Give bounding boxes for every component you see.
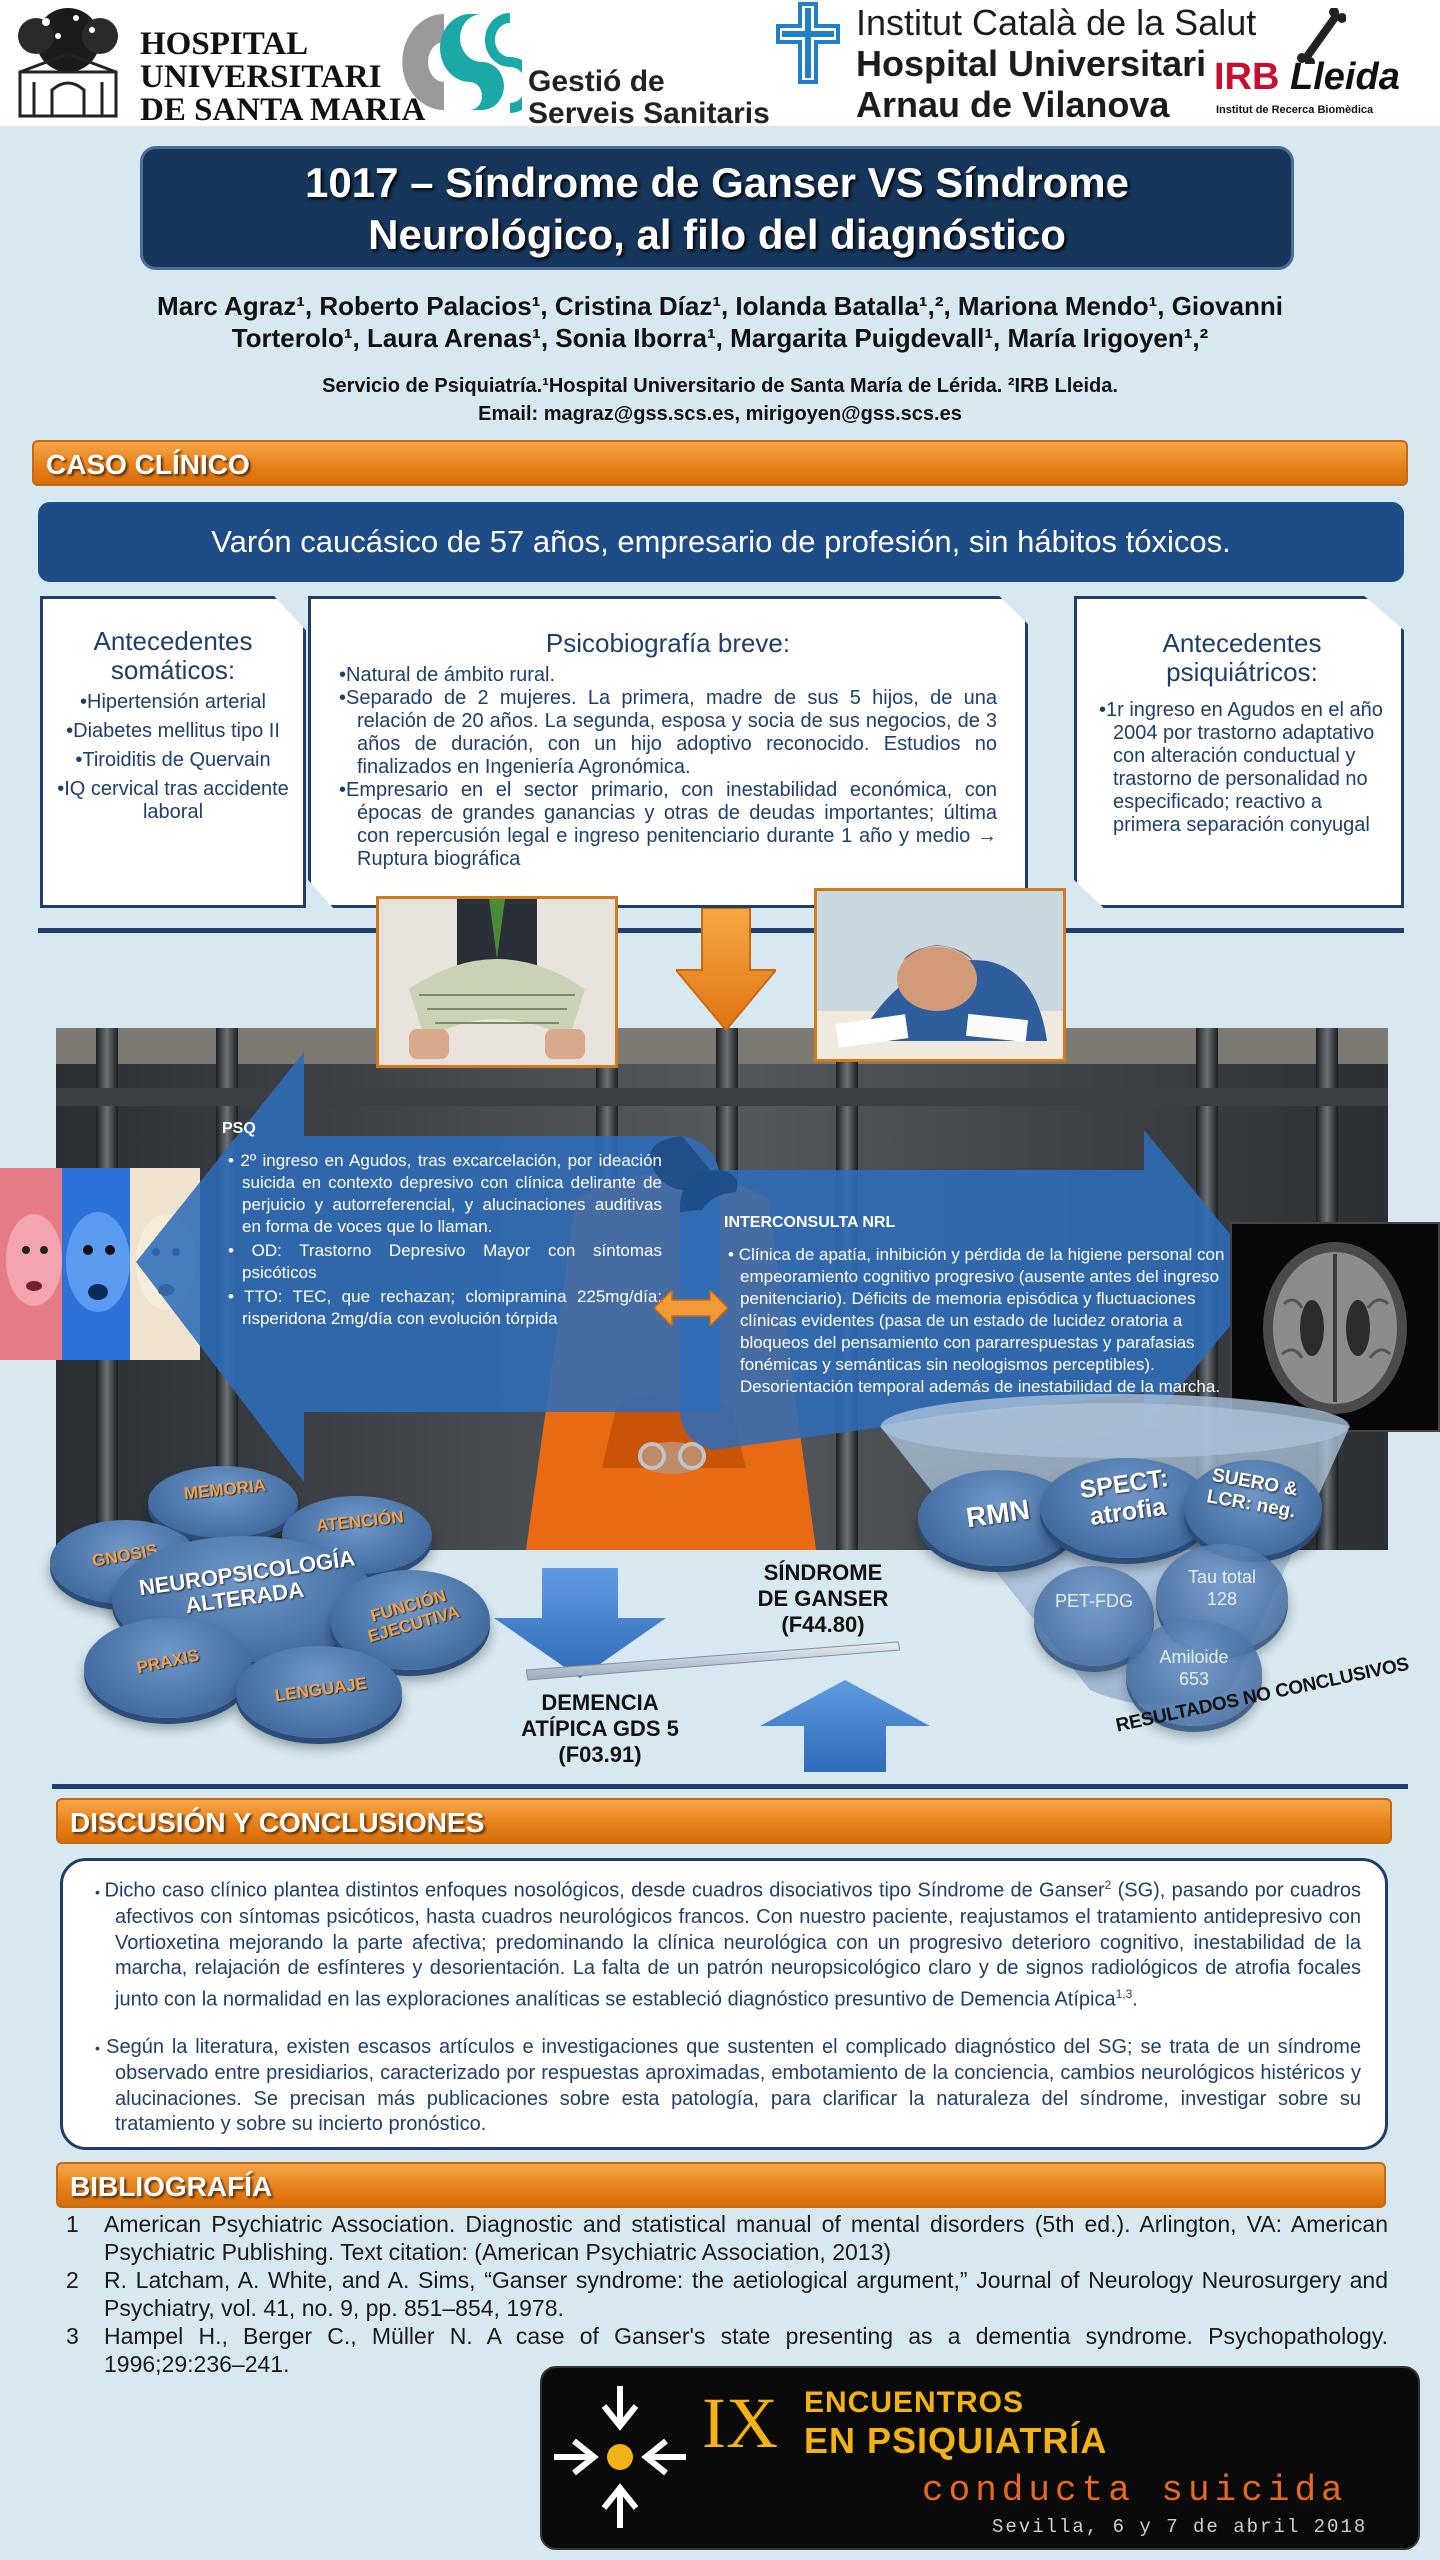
poster-title: 1017 – Síndrome de Ganser VS Síndrome Ne… [140, 146, 1294, 270]
pet-label: PET-FDG [1054, 1591, 1133, 1611]
list-item: Clínica de apatía, inhibición y pérdida … [724, 1244, 1230, 1398]
card-title: Antecedentes psiquiátricos: [1162, 628, 1322, 687]
irb-logo-text: IRB Lleida [1214, 56, 1400, 98]
event-date: Sevilla, 6 y 7 de abril 2018 [992, 2516, 1368, 2538]
nrl-panel: INTERCONSULTA NRL Clínica de apatía, inh… [720, 1206, 1240, 1450]
event-title-line2: EN PSIQUIATRÍA [804, 2420, 1108, 2461]
compass-icon [554, 2386, 686, 2528]
irb-subtitle: Institut de Recerca Biomèdica [1216, 104, 1374, 116]
card-psychobiography: Psicobiografía breve: Natural de ámbito … [308, 596, 1028, 908]
event-title-line1: ENCUENTROS [804, 2386, 1025, 2419]
list-item: 2º ingreso en Agudos, tras excarcelación… [222, 1150, 662, 1238]
arrow-up-blue-icon [760, 1680, 930, 1772]
disc-praxis [84, 1618, 252, 1718]
double-arrow-icon [654, 1290, 728, 1326]
affiliation: Servicio de Psiquiatría.¹Hospital Univer… [322, 375, 1118, 425]
disc-suero [1184, 1460, 1322, 1556]
list-item: OD: Trastorno Depresivo Mayor con síntom… [222, 1240, 662, 1284]
ics-cross-icon [776, 2, 840, 84]
ics-logo-text: Institut Català de la Salut Hospital Uni… [856, 2, 1257, 125]
psq-panel: PSQ 2º ingreso en Agudos, tras excarcela… [208, 1108, 672, 1436]
section-header-case: CASO CLÍNICO [32, 440, 1408, 486]
section-header-bibliography: BIBLIOGRAFÍA [56, 2162, 1386, 2208]
hsm-logo-text: HOSPITAL UNIVERSITARI DE SANTA MARIA [140, 26, 426, 128]
disc-spect [1040, 1458, 1212, 1558]
tau-label: Tau total 128 [1187, 1567, 1257, 1609]
list-item: TTO: TEC, que rechazan; clomipramina 225… [222, 1286, 662, 1330]
amiloide-label: Amiloide 653 [1159, 1647, 1229, 1689]
list-item: Hipertensión arterial [55, 691, 291, 714]
event-subtitle: conducta suicida [922, 2470, 1348, 2511]
balance-bar [526, 1641, 900, 1681]
logo-strip: HOSPITAL UNIVERSITARI DE SANTA MARIA Ges… [0, 0, 1440, 130]
list-item: Natural de ámbito rural. [339, 664, 997, 687]
nrl-heading: INTERCONSULTA NRL [724, 1214, 896, 1231]
discussion-paragraph-1: Dicho caso clínico plantea distintos enf… [87, 1873, 1361, 2013]
distressed-man-photo [814, 888, 1066, 1062]
discussion-paragraph-2: Según la literatura, existen escasos art… [87, 2035, 1361, 2138]
arrow-down-icon [676, 908, 776, 1030]
disc-amiloide [1126, 1620, 1262, 1726]
list-item: Tiroiditis de Quervain [55, 749, 291, 772]
list-item: Diabetes mellitus tipo II [55, 720, 291, 743]
event-banner: IX ENCUENTROS EN PSIQUIATRÍA conducta su… [540, 2366, 1420, 2550]
list-item: 1r ingreso en Agudos en el año 2004 por … [1099, 699, 1385, 837]
list-item: Separado de 2 mujeres. La primera, madre… [339, 687, 997, 779]
case-summary-banner: Varón caucásico de 57 años, empresario d… [38, 502, 1404, 582]
card-title: Psicobiografía breve: [545, 628, 791, 658]
hospital-tree-logo [18, 8, 118, 118]
gss-logo-text: Gestió de Serveis Sanitaris [528, 65, 770, 130]
card-somatic-history: Antecedentes somáticos: Hipertensión art… [40, 596, 306, 908]
brain-scan-image [1230, 1222, 1440, 1432]
psq-heading: PSQ [222, 1120, 256, 1137]
card-title: Antecedentes somáticos: [93, 626, 253, 685]
bone-icon [1297, 8, 1346, 64]
gss-logo-mark [402, 13, 522, 113]
list-item: IQ cervical tras accidente laboral [55, 778, 291, 824]
event-edition: IX [702, 2383, 778, 2463]
disc-lenguaje [236, 1646, 402, 1738]
disc-memoria [148, 1466, 298, 1538]
list-item: Empresario en el sector primario, con in… [339, 779, 997, 871]
arrow-down-blue-icon [494, 1568, 666, 1678]
dementia-diagnosis-label: DEMENCIA ATÍPICA GDS 5 (F03.91) [521, 1690, 679, 1767]
author-list: Marc Agraz¹, Roberto Palacios¹, Cristina… [157, 291, 1283, 353]
divider [52, 1784, 1408, 1789]
ganser-diagnosis-label: SÍNDROME DE GANSER (F44.80) [757, 1560, 889, 1637]
money-photo [376, 896, 618, 1068]
section-header-discussion: DISCUSIÓN Y CONCLUSIONES [56, 1798, 1392, 1844]
card-psychiatric-history: Antecedentes psiquiátricos: 1r ingreso e… [1074, 596, 1404, 908]
discussion-box: Dicho caso clínico plantea distintos enf… [60, 1858, 1388, 2150]
